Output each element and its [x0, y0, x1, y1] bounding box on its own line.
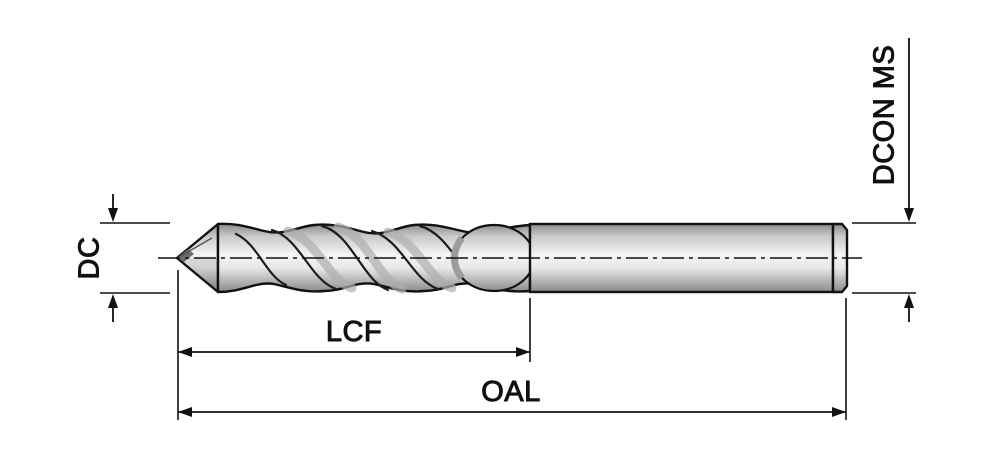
dcon-arrowhead-bottom	[904, 294, 914, 308]
drill-tip-lower-facet	[177, 258, 218, 292]
shank-end-chamfer	[831, 222, 849, 294]
dc-dimension: DC	[73, 194, 170, 322]
dc-label: DC	[74, 237, 106, 280]
lcf-arrowhead-right	[516, 347, 530, 357]
flute-edge	[270, 228, 338, 291]
dcon-arrowhead-top	[904, 208, 914, 222]
flute-shading-band	[333, 222, 407, 294]
dcon-label: DCON MS	[869, 45, 901, 185]
drill-bit-illustration	[158, 222, 862, 294]
flute-edge	[234, 232, 288, 287]
lcf-arrowhead-left	[178, 347, 192, 357]
flute-shading-band	[283, 226, 357, 293]
oal-dimension: OAL	[178, 298, 847, 420]
drill-chisel-edge	[177, 249, 194, 262]
oal-arrowhead-right	[832, 407, 846, 417]
drill-tip-facet-line	[178, 237, 213, 258]
oal-arrowhead-left	[178, 407, 192, 417]
lcf-label: LCF	[326, 316, 382, 348]
flute-edge	[320, 224, 390, 292]
flute-shading-band	[383, 227, 457, 293]
dcon-dimension: DCON MS	[852, 38, 916, 322]
dc-arrowhead-bottom	[108, 294, 118, 308]
dc-arrowhead-top	[108, 208, 118, 222]
oal-label: OAL	[481, 376, 541, 408]
flute-edge	[370, 229, 440, 291]
lcf-dimension: LCF	[177, 270, 531, 420]
